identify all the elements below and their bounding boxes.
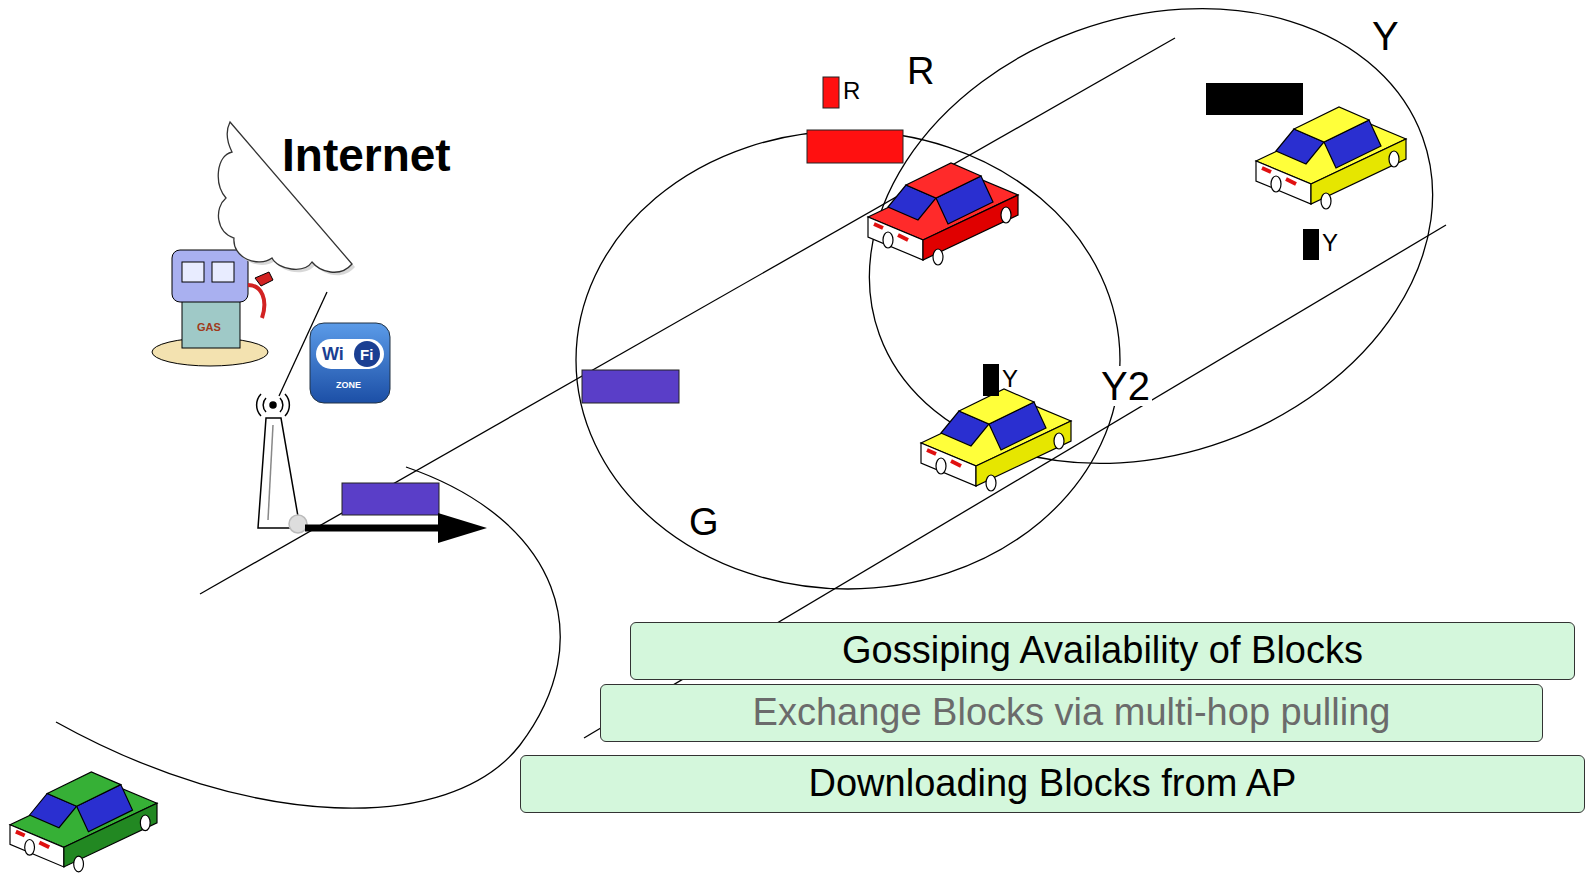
region-label: G	[687, 503, 721, 541]
data-block	[582, 370, 679, 403]
road-curve	[56, 467, 560, 808]
cloud-node: Internet	[212, 112, 474, 277]
data-block	[342, 483, 439, 515]
block-label: R	[843, 79, 860, 103]
block-label: Y	[1002, 367, 1018, 391]
process-box: Downloading Blocks from AP	[520, 755, 1585, 813]
yellow-car	[921, 389, 1071, 491]
gas-pump	[152, 250, 273, 366]
data-block	[1206, 83, 1303, 115]
block-label: Y	[1322, 231, 1338, 255]
access-point	[257, 394, 307, 533]
vehicle-label: Y	[1370, 16, 1401, 56]
range-circle	[805, 0, 1497, 540]
process-box: Exchange Blocks via multi-hop pulling	[600, 684, 1543, 742]
vehicle-label: R	[905, 52, 936, 90]
data-block	[983, 364, 999, 396]
logo-text: ZONE	[336, 381, 361, 390]
vehicle-label: Y2	[1099, 366, 1152, 406]
process-box: Gossiping Availability of Blocks	[630, 622, 1575, 680]
green-car	[10, 772, 157, 872]
data-block	[823, 77, 839, 108]
range-circle	[576, 131, 1120, 589]
logo-text: Wi	[322, 345, 344, 363]
logo-text: Fi	[360, 347, 373, 362]
red-car	[868, 163, 1018, 265]
arrow	[305, 513, 487, 543]
data-block	[1303, 229, 1319, 260]
data-block	[807, 130, 903, 163]
yellow-car	[1256, 107, 1406, 209]
node-text: Downloading Blocks from AP	[533, 761, 1572, 807]
node-text: Internet	[282, 128, 474, 183]
node-text: Gossiping Availability of Blocks	[643, 628, 1562, 674]
pump-text: GAS	[197, 322, 221, 333]
wifi-icon	[310, 323, 390, 403]
road-line	[200, 38, 1175, 594]
node-text: Exchange Blocks via multi-hop pulling	[613, 690, 1530, 736]
